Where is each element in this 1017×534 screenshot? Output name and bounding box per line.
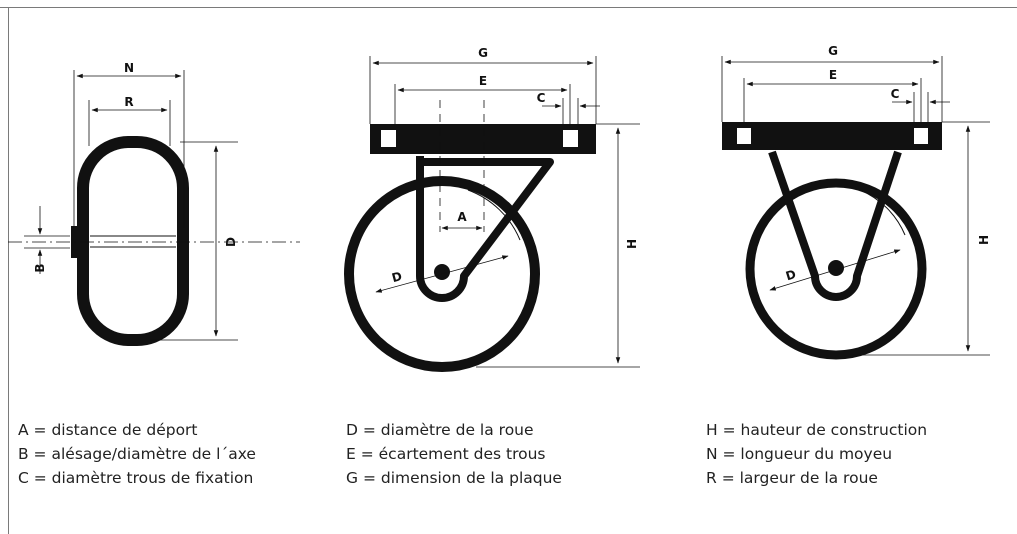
fixed-caster [722, 122, 942, 360]
dimension-C-swivel: C [537, 91, 600, 124]
legend-column-1: A = distance de déport B = alésage/diamè… [18, 418, 256, 490]
frame-left-border [8, 7, 9, 534]
dimension-A: A [441, 210, 483, 231]
label-H-swivel: H [625, 239, 639, 249]
swivel-wheel [344, 176, 540, 372]
label-C-fixed: C [891, 87, 900, 101]
label-D-fixed: D [784, 267, 798, 283]
dimension-E-swivel: E [394, 74, 571, 124]
fixed-plate-hole-left [737, 128, 751, 144]
fixed-plate-hole-right [914, 128, 928, 144]
dimension-D-swivel: D [375, 255, 509, 293]
label-N: N [124, 61, 134, 75]
dimension-E-fixed: E [743, 68, 922, 122]
dimension-R: R [88, 95, 171, 146]
label-C-swivel: C [537, 91, 546, 105]
label-E-swivel: E [479, 74, 487, 88]
label-A: A [457, 210, 467, 224]
swivel-caster [344, 100, 596, 372]
legend-column-2: D = diamètre de la roue E = écartement d… [346, 418, 562, 490]
label-R: R [124, 95, 133, 109]
fixed-inner-arc [859, 189, 906, 236]
dimension-D-fixed: D [769, 249, 901, 291]
fixed-wheel [745, 178, 927, 360]
dimension-C-fixed: C [891, 87, 950, 122]
label-D-front: D [224, 237, 238, 247]
dimension-G-fixed: G [721, 44, 943, 122]
swivel-axle [434, 264, 450, 280]
front-view-wheel [8, 136, 300, 346]
dimension-B: B [24, 206, 70, 274]
label-G-swivel: G [478, 46, 488, 60]
dimension-H-fixed: H [850, 121, 991, 356]
legend-item-B: B = alésage/diamètre de l´axe [18, 445, 256, 463]
label-G-fixed: G [828, 44, 838, 58]
swivel-plate-hole-right [563, 130, 578, 147]
swivel-plate-hole-left [381, 130, 396, 147]
dimension-D-front: D [150, 141, 238, 341]
legend-item-N: N = longueur du moyeu [706, 445, 893, 463]
caster-dimension-diagram: N R D B [8, 44, 991, 372]
label-D-swivel: D [390, 269, 403, 285]
dimension-G-swivel: G [369, 46, 597, 124]
dimension-N: N [73, 61, 185, 228]
legend-item-A: A = distance de déport [18, 421, 198, 439]
label-H-fixed: H [977, 235, 991, 245]
legend-item-E: E = écartement des trous [346, 445, 546, 463]
legend-item-G: G = dimension de la plaque [346, 469, 562, 487]
dimension-H-swivel: H [476, 123, 640, 368]
label-E-fixed: E [829, 68, 837, 82]
swivel-inner-arc [467, 189, 521, 241]
legend-item-H: H = hauteur de construction [706, 421, 928, 439]
label-B: B [33, 263, 47, 272]
frame-top-border [0, 7, 1017, 8]
legend-item-R: R = largeur de la roue [706, 469, 878, 487]
fixed-top-plate [722, 122, 942, 150]
legend-item-D: D = diamètre de la roue [346, 421, 534, 439]
wheel-front-outline [77, 136, 189, 346]
legend-item-C: C = diamètre trous de fixation [18, 469, 254, 487]
legend-column-3: H = hauteur de construction N = longueur… [706, 418, 927, 490]
swivel-top-plate [370, 124, 596, 154]
